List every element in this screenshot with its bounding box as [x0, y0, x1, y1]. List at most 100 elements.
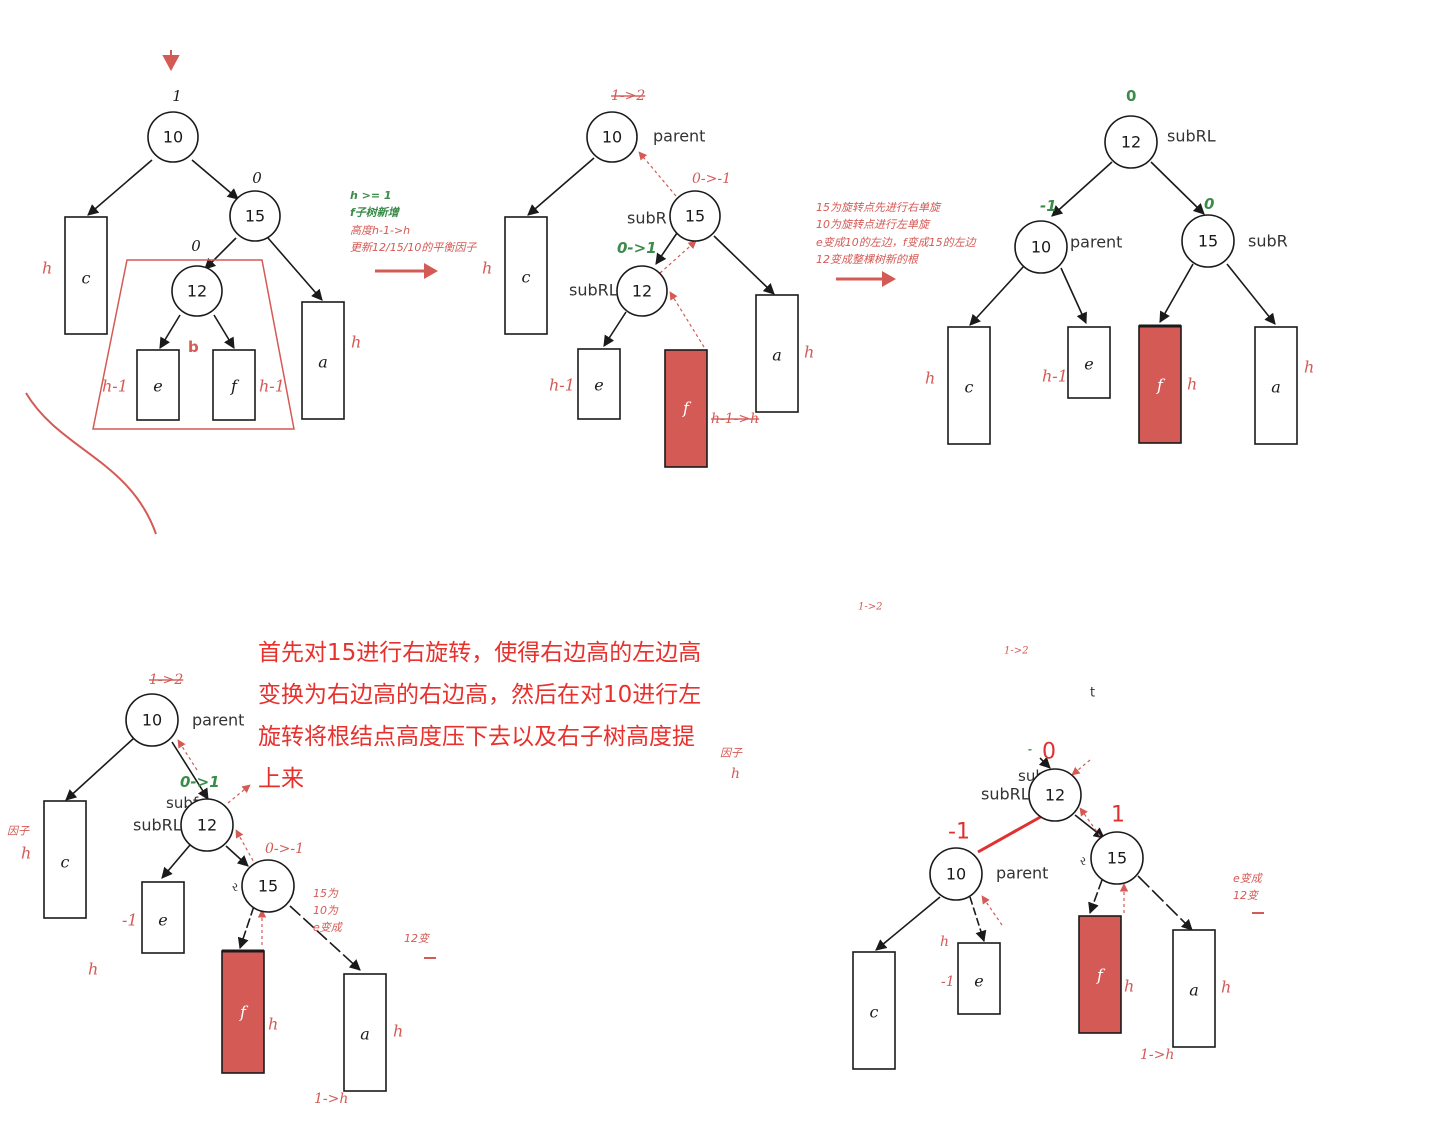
bf-12: 0->1 [617, 239, 657, 257]
label-c: c [61, 853, 70, 872]
node-10: 10 [125, 693, 179, 747]
label-f: f [1156, 376, 1166, 395]
node-10: 10 [929, 847, 983, 901]
subtree-e [577, 348, 621, 420]
subtree-c [504, 216, 548, 335]
subtree-a [1172, 929, 1216, 1048]
label-f: f [239, 1003, 249, 1022]
svg-text:10: 10 [602, 128, 622, 147]
label-c: c [522, 268, 531, 287]
svg-text:15: 15 [685, 207, 705, 226]
role-subRL: subRL [569, 281, 618, 300]
bf-15: 0->-1 [692, 171, 731, 187]
svg-text:12: 12 [1045, 786, 1065, 805]
subtree-b-outline [92, 259, 295, 430]
node-10: 10 [586, 111, 638, 163]
subtree-c [947, 326, 991, 445]
svg-text:10: 10 [1031, 238, 1051, 257]
node-12: 12 [180, 798, 234, 852]
panel-4: 10 1->2 parent subf 12 0->1 subRL 15 0->… [7, 672, 436, 1107]
label-a: a [360, 1025, 370, 1044]
label-a: a [772, 346, 782, 365]
note1-line4: 更新12/15/10的平衡因子 [350, 241, 477, 254]
caption-line-3: 旋转将根结点高度压下去以及右子树高度提 [258, 724, 695, 750]
height-f: h [268, 1015, 278, 1034]
bf-10: -1 [1040, 197, 1057, 215]
height-a2: 1->h [314, 1091, 348, 1107]
node-15: 15 [669, 190, 721, 242]
svg-text:15: 15 [1198, 232, 1218, 251]
label-a: a [1271, 378, 1281, 397]
height-f: h [1124, 977, 1134, 996]
fragment-r: ર [1080, 854, 1086, 868]
fragment-r2: 12变 [1233, 889, 1260, 902]
node-15: 15 [241, 859, 295, 913]
label-e: e [158, 911, 167, 930]
svg-text:10: 10 [946, 865, 966, 884]
node-12: 12 [1104, 115, 1158, 169]
panel-1: 10 1 15 0 12 0 c h a h e h-1 f h-1 b [25, 50, 361, 535]
subtree-e [141, 881, 185, 954]
down-arrow-icon [162, 50, 180, 72]
svg-text:12: 12 [632, 282, 652, 301]
bf-10: 1->2 [611, 88, 645, 104]
fragment-top2: 1->2 [1004, 646, 1028, 657]
svg-text:15: 15 [258, 877, 278, 896]
role-subR: subR [1248, 232, 1288, 251]
label-e: e [1084, 355, 1093, 374]
height-f: h-1->h [711, 411, 759, 427]
svg-text:15: 15 [245, 207, 265, 226]
height-e: h-1 [1042, 367, 1068, 386]
node-12: 12 [171, 265, 223, 317]
subtree-a [755, 294, 799, 413]
fragment-3: e变成 [313, 921, 344, 934]
height-bottom: 1->h [1140, 1047, 1174, 1063]
subtree-a [343, 973, 387, 1092]
svg-text:10: 10 [163, 128, 183, 147]
label-f: f [1096, 966, 1106, 985]
caption-line-1: 首先对15进行右旋转，使得右边高的左边高 [258, 640, 702, 666]
bf-15: 1 [1111, 803, 1125, 828]
panel-2: 10 1->2 parent 15 0->-1 subR 12 0->1 sub… [482, 88, 814, 468]
height-c: h [482, 259, 492, 278]
role-subRL: subRL [1167, 127, 1216, 146]
bf-12: 0 [1126, 87, 1136, 105]
svg-text:12: 12 [197, 816, 217, 835]
explanation-caption: 首先对15进行右旋转，使得右边高的左边高 变换为右边高的右边高，然后在对10进行… [258, 632, 758, 800]
role-subR: subR [627, 209, 667, 228]
caption-line-2: 变换为右边高的右边高，然后在对10进行左 [258, 682, 702, 708]
label-b: b [188, 338, 199, 356]
role-parent: parent [1070, 233, 1122, 252]
fragment-zi: 因子 [720, 747, 743, 760]
subtree-e [957, 942, 1001, 1015]
height-a: h [804, 343, 814, 362]
panel-3: 12 0 subRL 10 -1 parent 15 0 subR c h e … [925, 87, 1314, 445]
height-e: h-1 [549, 376, 575, 395]
height-c: h [21, 844, 31, 863]
label-c: c [82, 269, 91, 288]
label-c: c [870, 1003, 879, 1022]
note2-line2: 10为旋转点进行左单旋 [816, 218, 931, 231]
bf-15: 0 [252, 169, 262, 187]
height-e: h [940, 934, 949, 950]
label-e: e [153, 377, 162, 396]
subtree-f [1138, 325, 1182, 444]
node-15: 15 [1090, 831, 1144, 885]
svg-text:12: 12 [187, 282, 207, 301]
node-10: 10 [1014, 220, 1068, 274]
label-f: f [682, 399, 692, 418]
label-f: f [230, 377, 240, 396]
panel-5: 1->2 1->2 t 因子 h subf 12 subRL 0 - 10 -1… [720, 602, 1264, 1070]
note-1: h >= 1 f子树新增 高度h-1->h 更新12/15/10的平衡因子 [350, 189, 477, 279]
subtree-c [64, 216, 108, 335]
node-12: 12 [616, 265, 668, 317]
role-parent: parent [996, 864, 1048, 883]
highlight-link [977, 813, 1045, 854]
height-bottom: h [88, 960, 98, 979]
note2-line4: 12变成整棵树新的根 [816, 253, 919, 266]
subtree-f [221, 950, 265, 1074]
subtree-e [1067, 326, 1111, 399]
subtree-a [1254, 326, 1298, 445]
height-a: h [1304, 358, 1314, 377]
note1-line1: h >= 1 [350, 189, 392, 202]
